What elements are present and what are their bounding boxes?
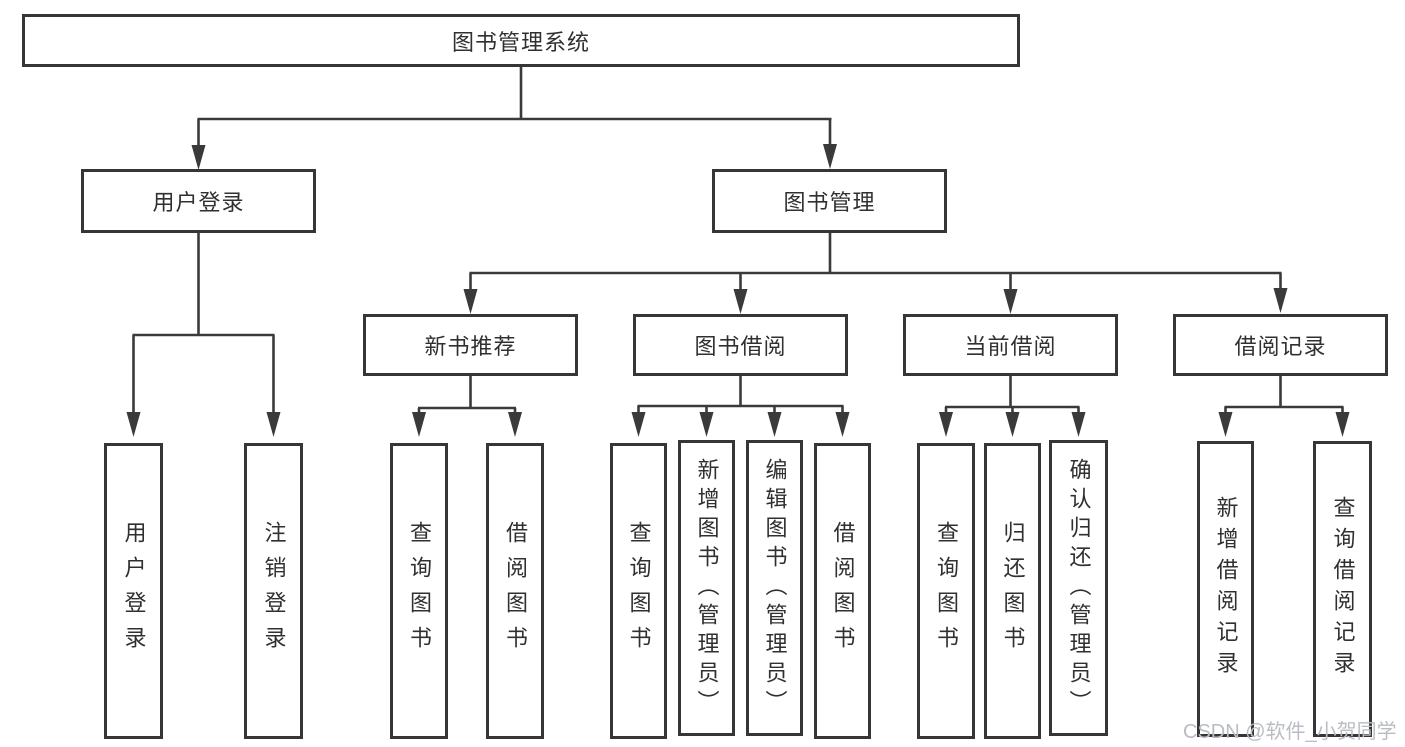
leaf-query-books-3-label: 查询图书	[934, 521, 959, 661]
leaf-query-borrow-record-label: 查询借阅记录	[1330, 496, 1356, 682]
node-borrowing-records: 借阅记录	[1173, 314, 1388, 376]
leaf-query-books-3: 查询图书	[917, 443, 975, 739]
leaf-add-borrow-record: 新增借阅记录	[1197, 441, 1254, 737]
node-book-management-label: 图书管理	[783, 190, 876, 215]
node-borrowing-records-label: 借阅记录	[1234, 334, 1327, 359]
leaf-logout: 注销登录	[244, 443, 303, 739]
node-book-management: 图书管理	[712, 169, 947, 233]
leaf-borrow-books-1: 借阅图书	[486, 443, 544, 739]
node-new-book-recommendation: 新书推荐	[363, 314, 578, 376]
leaf-edit-books-admin: 编辑图书（管理员）	[746, 440, 803, 736]
leaf-return-books: 归还图书	[984, 443, 1041, 739]
node-current-borrowing: 当前借阅	[903, 314, 1118, 376]
node-user-login-label: 用户登录	[152, 190, 245, 215]
leaf-return-books-label: 归还图书	[1000, 521, 1026, 661]
leaf-user-login: 用户登录	[104, 443, 163, 739]
leaf-query-books-2-label: 查询图书	[626, 521, 652, 661]
leaf-edit-books-admin-label: 编辑图书（管理员）	[762, 457, 788, 719]
leaf-add-borrow-record-label: 新增借阅记录	[1213, 496, 1239, 682]
leaf-borrow-books-2: 借阅图书	[814, 443, 871, 739]
node-book-borrowing: 图书借阅	[633, 314, 848, 376]
node-user-login: 用户登录	[81, 169, 316, 233]
arrowheads	[126, 144, 1350, 437]
leaf-borrow-books-1-label: 借阅图书	[503, 521, 528, 661]
leaf-add-books-admin-label: 新增图书（管理员）	[694, 457, 720, 719]
leaf-confirm-return-admin-label: 确认归还（管理员）	[1066, 457, 1092, 719]
leaf-add-books-admin: 新增图书（管理员）	[678, 440, 735, 736]
leaf-user-login-label: 用户登录	[121, 521, 147, 661]
node-library-system: 图书管理系统	[22, 14, 1020, 67]
csdn-watermark: CSDN @软件_小贺同学	[1183, 721, 1397, 743]
leaf-query-books-2: 查询图书	[610, 443, 667, 739]
leaf-query-borrow-record: 查询借阅记录	[1313, 441, 1372, 737]
node-book-borrowing-label: 图书借阅	[694, 334, 787, 359]
leaf-query-books-1-label: 查询图书	[407, 521, 432, 661]
leaf-confirm-return-admin: 确认归还（管理员）	[1049, 440, 1108, 736]
node-new-book-recommendation-label: 新书推荐	[424, 334, 517, 359]
leaf-logout-label: 注销登录	[261, 521, 287, 661]
leaf-borrow-books-2-label: 借阅图书	[830, 521, 856, 661]
node-library-system-label: 图书管理系统	[451, 29, 590, 55]
node-current-borrowing-label: 当前借阅	[964, 334, 1057, 359]
leaf-query-books-1: 查询图书	[390, 443, 448, 739]
